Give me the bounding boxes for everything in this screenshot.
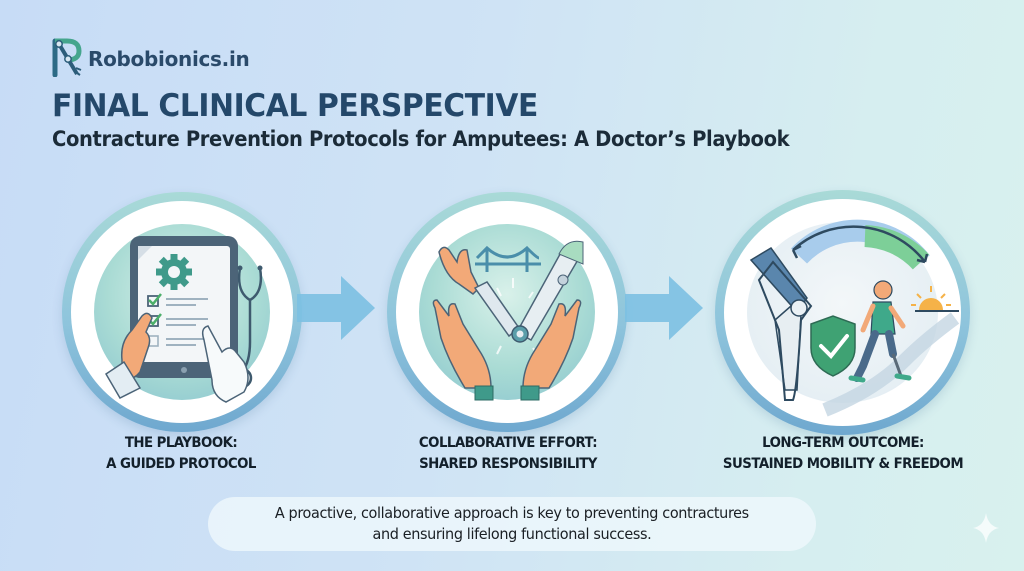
summary-callout: A proactive, collaborative approach is k… (208, 497, 816, 551)
step-label-long-term-outcome: LONG-TERM OUTCOME: SUSTAINED MOBILITY & … (696, 433, 990, 475)
summary-line2: and ensuring lifelong functional success… (372, 525, 652, 543)
step-long-term-outcome (715, 190, 970, 435)
brand-logo: Robobionics.in (52, 37, 250, 81)
page-subtitle: Contracture Prevention Protocols for Amp… (52, 127, 790, 151)
step-label-line2: SUSTAINED MOBILITY & FREEDOM (722, 456, 964, 472)
summary-line1: A proactive, collaborative approach is k… (275, 504, 749, 522)
arrow-right-icon (625, 270, 705, 346)
brand-name: Robobionics.in (88, 47, 250, 71)
step-collaborative-effort (387, 192, 627, 432)
step-label-line1: THE PLAYBOOK: (124, 435, 238, 451)
sparkle-icon (973, 513, 999, 543)
step-label-collaborative-effort: COLLABORATIVE EFFORT: SHARED RESPONSIBIL… (361, 433, 655, 475)
step-label-line2: SHARED RESPONSIBILITY (419, 456, 597, 472)
robotic-arm-r-logo-icon (52, 37, 82, 81)
step-label-line1: COLLABORATIVE EFFORT: (418, 435, 598, 451)
tablet-checklist-stethoscope-icon (62, 192, 302, 432)
page-title: FINAL CLINICAL PERSPECTIVE (52, 88, 538, 124)
step-label-line1: LONG-TERM OUTCOME: (762, 435, 924, 451)
knee-shield-walking-amputee-sunrise-icon (715, 190, 970, 435)
step-label-line2: A GUIDED PROTOCOL (106, 456, 256, 472)
hands-prosthetic-arm-bridge-icon (387, 192, 627, 432)
step-playbook (62, 192, 302, 432)
arrow-right-icon (297, 270, 377, 346)
step-label-playbook: THE PLAYBOOK: A GUIDED PROTOCOL (34, 433, 328, 475)
